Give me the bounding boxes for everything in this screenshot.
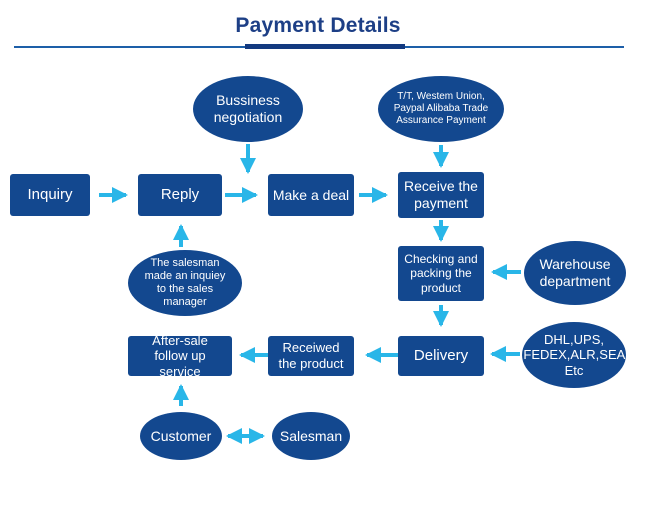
checking-packing-box: Checking and packing the product [398, 246, 484, 301]
make-a-deal-box: Make a deal [268, 174, 354, 216]
business-negotiation-oval: Bussiness negotiation [193, 76, 303, 142]
receive-payment-box: Receive the payment [398, 172, 484, 218]
reply-box: Reply [138, 174, 222, 216]
inquiry-box: Inquiry [10, 174, 90, 216]
customer-oval: Customer [140, 412, 222, 460]
title-underline [245, 44, 405, 49]
after-sale-service-box: After-sale follow up service [128, 333, 232, 379]
delivery-box: Delivery [398, 336, 484, 376]
payment-methods-oval: T/T, Westem Union, Paypal Alibaba Trade … [378, 76, 504, 142]
carriers-oval: DHL,UPS, FEDEX,ALR,SEA Etc [522, 322, 626, 388]
page-title: Payment Details [235, 14, 401, 37]
salesman-inquiry-oval: The salesman made an inquiey to the sale… [128, 250, 242, 316]
received-product-box: Receiwed the product [268, 336, 354, 376]
salesman-oval: Salesman [272, 412, 350, 460]
warehouse-department-oval: Warehouse department [524, 241, 626, 305]
